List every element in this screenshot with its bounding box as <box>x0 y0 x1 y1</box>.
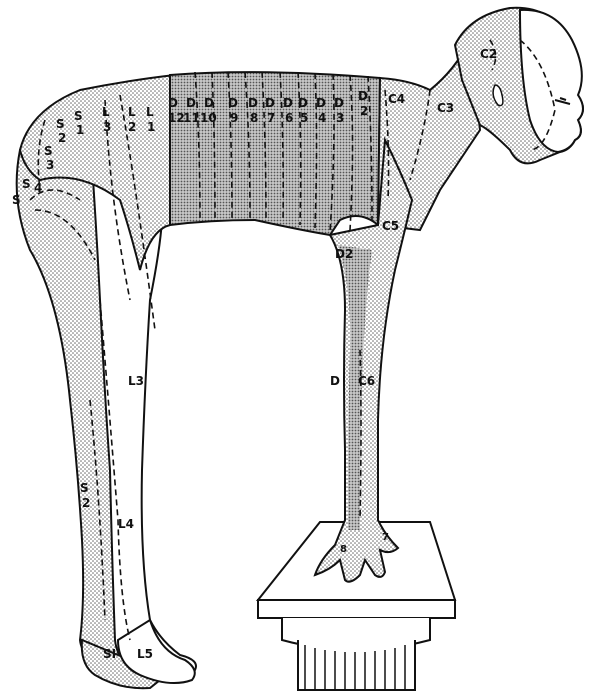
label-d4-n: 4 <box>318 111 326 125</box>
label-d11: D <box>186 96 196 110</box>
label-s5: S <box>12 193 21 207</box>
label-s1-foot: SI <box>103 647 116 661</box>
label-c7-hand: 7 <box>382 532 389 543</box>
label-d2-n: 2 <box>360 104 368 118</box>
label-d9-n: 9 <box>230 111 238 125</box>
label-d10: D <box>204 96 214 110</box>
label-c2: C2 <box>480 47 497 61</box>
label-d11-n: 11 <box>183 111 200 125</box>
label-d8: D <box>248 96 258 110</box>
label-d9: D <box>228 96 238 110</box>
label-l1: L <box>146 105 154 119</box>
label-c3: C3 <box>437 101 454 115</box>
label-s3-n: 3 <box>46 158 54 172</box>
label-c6: C6 <box>358 374 375 388</box>
label-s1-n: 1 <box>76 123 84 137</box>
label-l3: L <box>102 105 110 119</box>
label-s2-leg-n: 2 <box>82 496 90 510</box>
label-s4: S <box>22 177 31 191</box>
label-l2-n: 2 <box>128 120 136 134</box>
label-d2: D <box>358 89 368 103</box>
label-d4: D <box>316 96 326 110</box>
label-s2: S <box>56 117 65 131</box>
label-l1-n: 1 <box>147 120 155 134</box>
label-l4-leg: L4 <box>118 517 134 531</box>
label-d5-n: 5 <box>300 111 308 125</box>
label-l3-leg: L3 <box>128 374 144 388</box>
label-d6: D <box>283 96 293 110</box>
label-s1: S <box>74 109 83 123</box>
label-d6-n: 6 <box>285 111 293 125</box>
label-d7: D <box>265 96 275 110</box>
label-s2-n: 2 <box>58 131 66 145</box>
label-d12: D <box>168 96 178 110</box>
label-d10-n: 10 <box>200 111 217 125</box>
label-l5-foot: L5 <box>137 647 153 661</box>
label-d7-n: 7 <box>267 111 275 125</box>
label-d3-n: 3 <box>336 111 344 125</box>
label-d3: D <box>334 96 344 110</box>
label-l2: L <box>128 105 136 119</box>
label-c5: C5 <box>382 219 399 233</box>
label-d5: D <box>298 96 308 110</box>
label-c8-hand: 8 <box>340 544 347 555</box>
label-s2-leg: S <box>80 481 89 495</box>
label-d8-n: 8 <box>250 111 258 125</box>
label-c4: C4 <box>388 92 405 106</box>
label-d2-arm: D2 <box>335 247 353 261</box>
torso-band <box>170 72 380 235</box>
label-s3: S <box>44 144 53 158</box>
label-l3-n: 3 <box>103 120 111 134</box>
label-s4-n: 4 <box>34 181 42 195</box>
label-d1-arm: D <box>330 374 340 388</box>
